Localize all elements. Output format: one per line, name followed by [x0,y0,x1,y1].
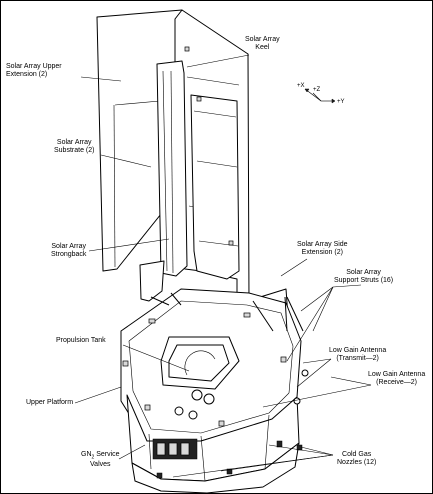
coordinate-triad [304,88,336,104]
spacecraft-bus [120,288,302,493]
label-low-gain-antenna-receive: Low Gain Antenna(Receive—2) [368,371,426,386]
label-upper-platform: Upper Platform [26,399,74,406]
label-low-gain-antenna-transmit: Low Gain Antenna(Transmit—2) [329,347,387,362]
solar-array-strongback [184,46,240,280]
leader-lines [74,54,372,478]
propulsion-tank [160,336,240,390]
axis-y-label: +Y [337,99,345,105]
axis-x-label: +X [297,83,305,89]
label-propulsion-tank: Propulsion Tank [56,337,106,344]
solar-array-support-struts [150,292,304,332]
solar-array-keel [156,60,188,277]
label-gn2-service-valves: GN2 Service Valves [81,451,120,469]
axis-z-label: +Z [313,87,321,93]
fittings [122,312,309,427]
gn2-service-panel [152,438,198,460]
